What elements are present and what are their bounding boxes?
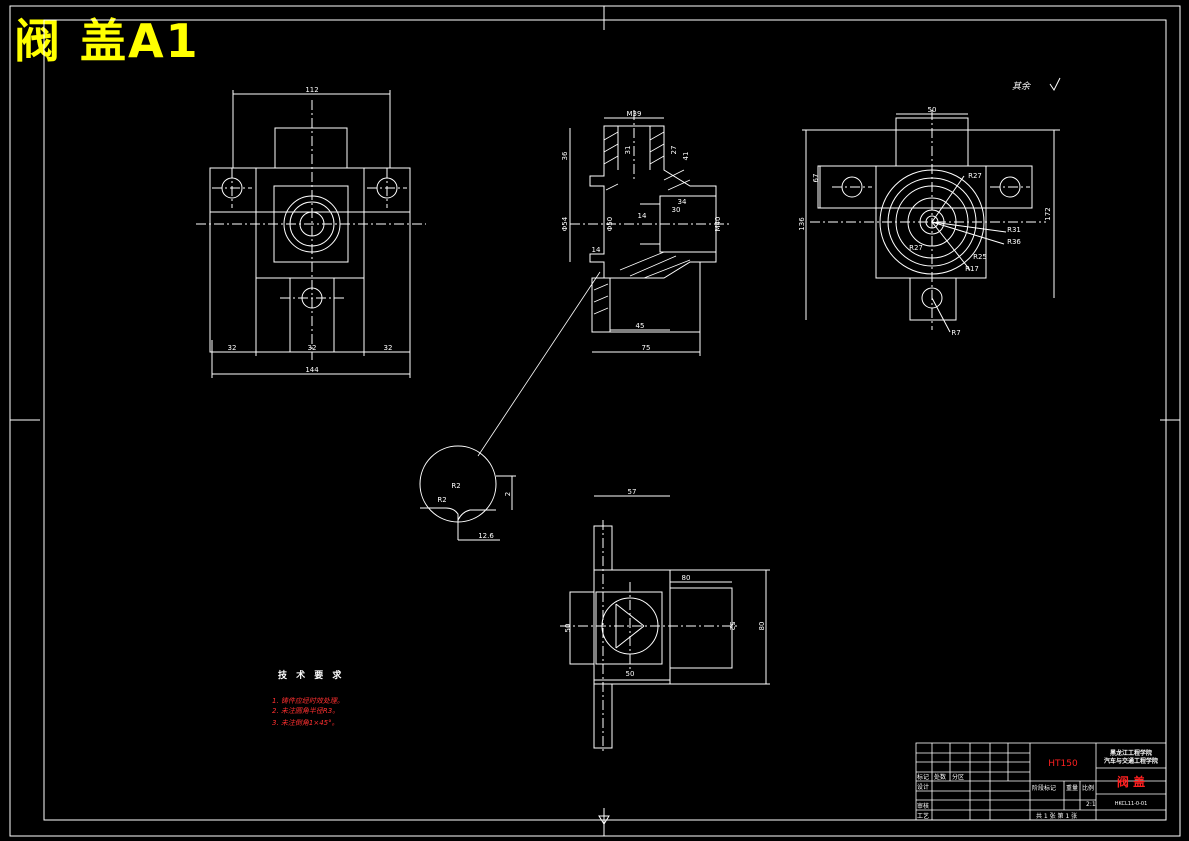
bottom-view-dims: 57 80 50 52 80 50 [564,488,766,678]
tech-item-3: 3. 未注倒角1×45°。 [272,719,339,727]
top-view-dims: 112 32 32 32 144 [228,86,393,374]
detail-leader [477,271,601,457]
dim-detail-2: 2 [504,492,512,496]
tech-heading: 技 术 要 求 [278,669,344,681]
drawing-number: HKCL11-0-01 [1115,801,1148,807]
dim-50-bottom: 50 [626,670,635,678]
dim-45: 45 [636,322,645,330]
label-review: 审核 [917,802,929,810]
section-view [569,110,730,356]
roughness-symbol-icon [1049,77,1061,91]
dim-m39: M39 [627,110,642,118]
sheet-count: 共 1 张 第 1 张 [1036,812,1077,820]
dim-50-top: 50 [928,106,937,114]
sheet-title: 阀 盖A1 [14,14,200,68]
roughness-note: 其余 [1012,77,1061,92]
dim-32a: 32 [228,344,237,352]
dim-144: 144 [305,366,319,374]
dim-r27a: R27 [968,172,982,180]
dim-detail-r2b: R2 [437,496,446,504]
dim-m40: M40 [714,217,722,232]
dim-detail-12: 12.6 [478,532,494,540]
right-view [802,110,1060,333]
bottom-view [560,495,770,754]
label-scale: 比例 [1082,784,1094,792]
dim-52: 52 [728,622,736,631]
label-design: 设计 [917,783,929,791]
dim-27: 27 [670,146,678,155]
dim-14a: 14 [592,246,601,254]
dim-r27b: R27 [909,244,923,252]
dim-41: 41 [682,152,690,161]
sheet-border [9,5,1181,837]
detail-dims: R2 R2 2 12.6 [437,482,512,540]
tech-requirements: 技 术 要 求 1. 铸件应经时效处理。 2. 未注圆角半径R3。 3. 未注倒… [272,669,344,727]
school-line-1: 黑龙江工程学院 [1110,749,1152,757]
dim-67: 67 [812,174,820,183]
dim-75: 75 [642,344,651,352]
label-process: 工艺 [917,812,929,820]
dim-30: 30 [672,206,681,214]
right-view-dims: 50 67 136 172 R27 R31 R36 R27 R25 R17 R7 [798,106,1052,337]
scale-value: 2:1 [1086,801,1096,808]
dim-57: 57 [628,488,637,496]
dim-36: 36 [561,151,569,160]
tech-item-2: 2. 未注圆角半径R3。 [272,707,339,715]
dim-80-right: 80 [758,622,766,631]
dim-31: 31 [624,146,632,155]
label-count: 处数 [934,773,946,781]
top-view [196,90,426,378]
tech-item-1: 1. 铸件应经时效处理。 [272,697,344,705]
material-label: HT150 [1048,759,1078,769]
dim-32c: 32 [384,344,393,352]
dim-136: 136 [798,217,806,231]
dim-d54: Φ54 [561,216,569,231]
title-block-text: HT150 黑龙江工程学院 汽车与交通工程学院 阀 盖 HKCL11-0-01 … [917,749,1158,820]
dim-s80: 80 [682,574,691,582]
dim-14b: 14 [638,212,647,220]
label-stage: 阶段标记 [1032,784,1056,792]
dim-d50: Φ50 [606,217,614,231]
dim-detail-r2a: R2 [451,482,460,490]
dim-112: 112 [305,86,318,94]
dim-r17: R17 [965,265,979,273]
dim-r25: R25 [973,253,987,261]
dim-172: 172 [1044,207,1052,220]
roughness-label: 其余 [1012,81,1031,92]
label-weight: 重量 [1066,784,1078,792]
label-mark: 标记 [917,773,929,781]
dim-r7: R7 [951,329,960,337]
detail-view [419,445,516,541]
dim-32b: 32 [308,344,317,352]
title-block [915,742,1167,821]
dim-r31: R31 [1007,226,1021,234]
section-view-dims: M39 36 31 27 41 Φ54 Φ50 14 14 30 34 M40 … [561,110,722,352]
school-line-2: 汽车与交通工程学院 [1104,757,1158,765]
label-zone: 分区 [952,773,964,781]
dim-r36: R36 [1007,238,1021,246]
dim-34: 34 [678,198,687,206]
dim-50-left: 50 [564,624,572,633]
part-name: 阀 盖 [1117,774,1145,789]
